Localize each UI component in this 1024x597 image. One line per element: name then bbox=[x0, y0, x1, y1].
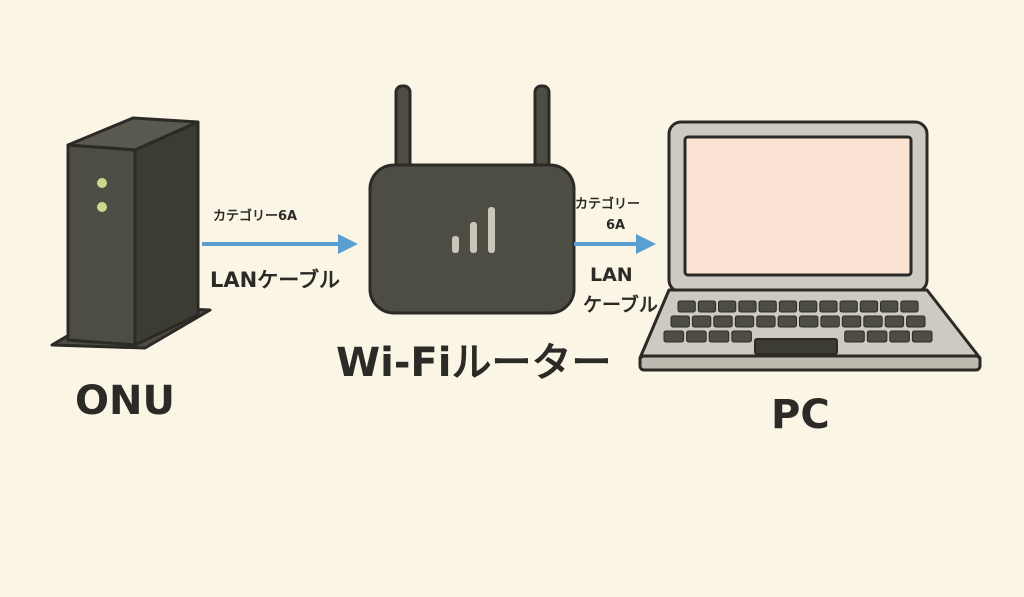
keyboard-key bbox=[880, 300, 899, 313]
keyboard-key bbox=[686, 330, 707, 343]
keyboard-key bbox=[799, 315, 819, 328]
keyboard-key bbox=[866, 330, 888, 343]
laptop-front-edge bbox=[638, 354, 982, 372]
keyboard-key bbox=[697, 300, 717, 313]
laptop-touchpad bbox=[754, 338, 838, 355]
keyboard-key bbox=[820, 315, 840, 328]
keyboard-key bbox=[889, 330, 910, 343]
cable-type-label-2b: ケーブル bbox=[583, 294, 658, 316]
keyboard-key bbox=[708, 330, 730, 343]
keyboard-key bbox=[819, 300, 838, 313]
cable-type-label-1: LANケーブル bbox=[210, 268, 340, 292]
keyboard-key bbox=[758, 300, 777, 313]
keyboard-key bbox=[844, 330, 865, 343]
onu-led-2 bbox=[97, 202, 107, 212]
onu-side bbox=[133, 120, 200, 347]
cable-category-label-2a: カテゴリー bbox=[575, 197, 641, 212]
laptop-screen bbox=[683, 135, 913, 277]
keyboard-key bbox=[731, 330, 752, 343]
keyboard-key bbox=[863, 315, 883, 328]
router-antenna-right bbox=[533, 84, 551, 174]
keyboard-key bbox=[778, 300, 798, 313]
keyboard-key bbox=[799, 300, 818, 313]
keyboard-key bbox=[906, 315, 926, 328]
onu-front bbox=[66, 143, 137, 347]
laptop-pc-device bbox=[638, 120, 982, 372]
keyboard-key bbox=[900, 300, 919, 313]
keyboard-key bbox=[713, 315, 733, 328]
keyboard-key bbox=[859, 300, 879, 313]
keyboard-key bbox=[670, 315, 690, 328]
laptop-keyboard bbox=[663, 300, 933, 343]
keyboard-key bbox=[839, 300, 858, 313]
router-antenna-left bbox=[394, 84, 412, 174]
cable-type-label-2a: LAN bbox=[590, 264, 633, 286]
keyboard-key bbox=[911, 330, 933, 343]
wifi-router-device bbox=[368, 84, 576, 315]
keyboard-key bbox=[756, 315, 776, 328]
keyboard-key bbox=[841, 315, 862, 328]
keyboard-key bbox=[677, 300, 696, 313]
arrow-router-to-pc bbox=[574, 234, 656, 254]
keyboard-key bbox=[738, 300, 757, 313]
onu-label: ONU bbox=[75, 378, 175, 424]
arrow-onu-to-router bbox=[202, 234, 358, 254]
onu-led-1 bbox=[97, 178, 107, 188]
keyboard-key bbox=[718, 300, 737, 313]
keyboard-key bbox=[734, 315, 755, 328]
keyboard-key bbox=[691, 315, 712, 328]
keyboard-key bbox=[663, 330, 685, 343]
onu-device bbox=[50, 116, 212, 350]
cable-category-label-1: カテゴリー6A bbox=[213, 209, 298, 224]
signal-bars-icon bbox=[452, 207, 495, 253]
router-label: Wi-Fiルーター bbox=[336, 340, 612, 386]
keyboard-key bbox=[884, 315, 905, 328]
pc-label: PC bbox=[771, 392, 830, 438]
keyboard-key bbox=[777, 315, 797, 328]
cable-category-label-2b: 6A bbox=[606, 218, 626, 233]
